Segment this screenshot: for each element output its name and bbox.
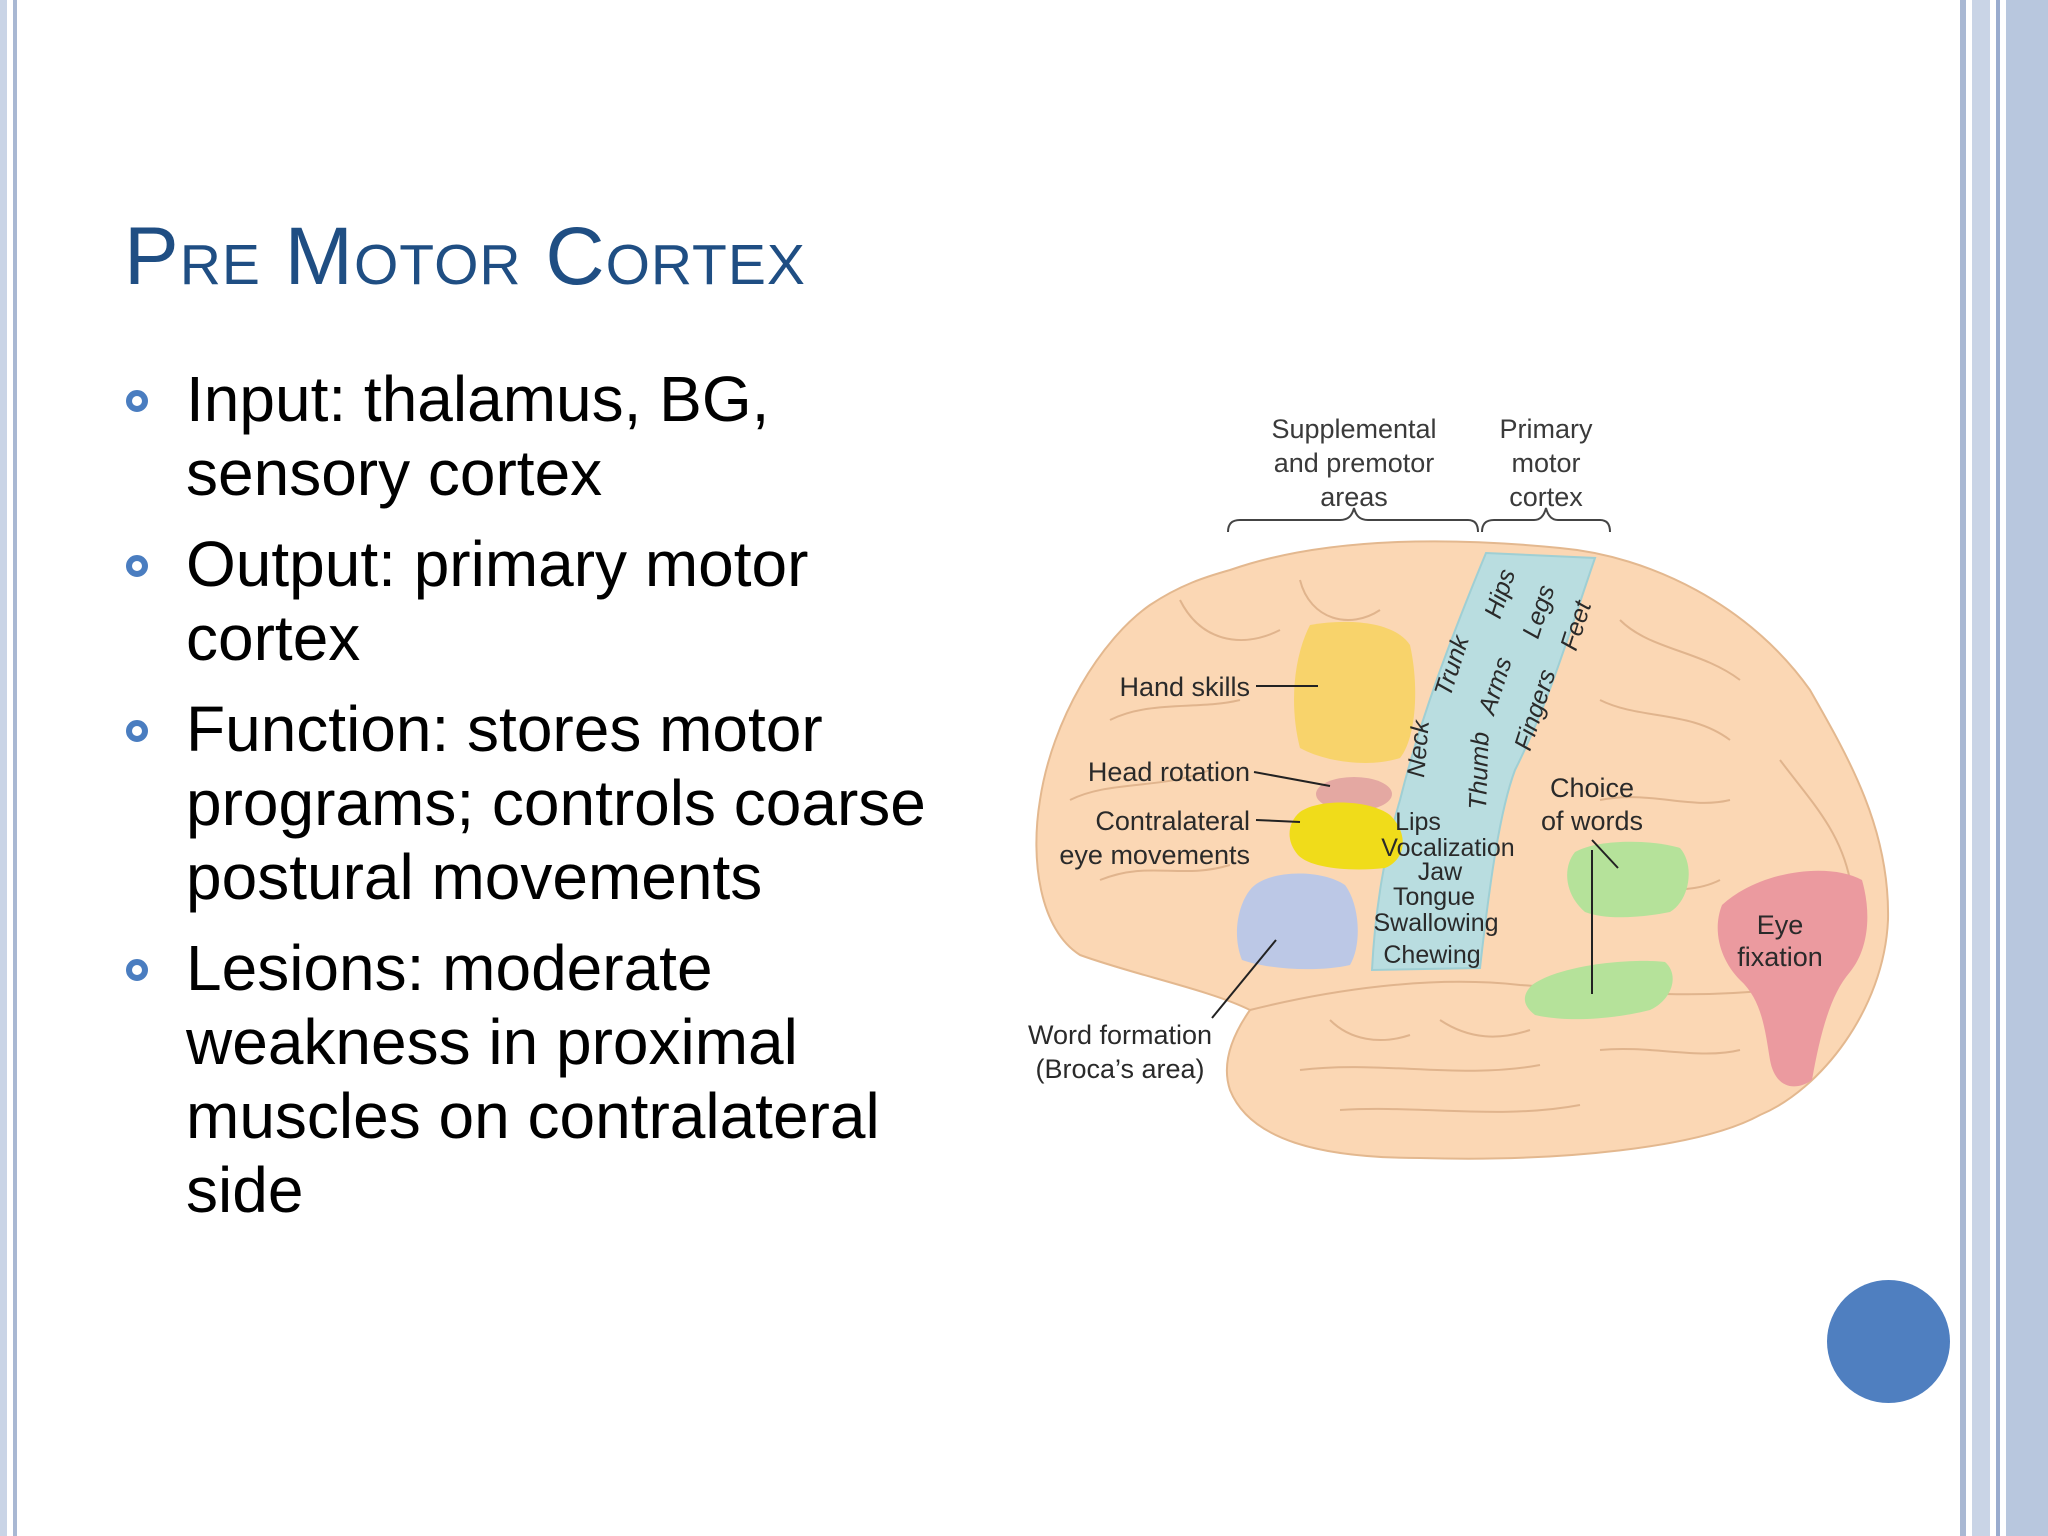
strip-label-chewing: Chewing <box>1383 941 1480 969</box>
slide-border-right-1 <box>1960 0 1966 1536</box>
header-primary-line-3: cortex <box>1509 482 1583 512</box>
hand-skills-region <box>1294 621 1416 763</box>
slide-title: Pre Motor Cortex <box>124 211 806 302</box>
bullet-text: Output: primary motor cortex <box>186 528 809 674</box>
bullet-circle-icon <box>126 720 148 742</box>
header-supplemental-line-1: Supplemental <box>1271 414 1436 444</box>
header-brackets <box>1227 507 1611 533</box>
head-rotation-region <box>1316 777 1392 811</box>
primary-motor-strip <box>1370 551 1597 972</box>
slide-border-right-4 <box>2006 0 2048 1536</box>
label-head-rotation: Head rotation <box>1088 757 1250 787</box>
slide-border-right-3 <box>1996 0 2000 1536</box>
eye-movements-region <box>1289 802 1403 870</box>
bullet-circle-icon <box>126 555 148 577</box>
broca-region <box>1236 873 1358 970</box>
strip-label-vocalization: Vocalization <box>1381 834 1514 862</box>
label-contralateral-line-1: Contralateral <box>1095 806 1250 836</box>
label-choice-of-words-line-1: Choice <box>1550 773 1634 803</box>
strip-label-lips: Lips <box>1395 808 1441 836</box>
label-hand-skills: Hand skills <box>1119 672 1250 702</box>
strip-label-swallowing: Swallowing <box>1373 909 1498 937</box>
strip-label-neck: Neck <box>1402 718 1435 779</box>
strip-label-jaw: Jaw <box>1418 858 1463 886</box>
header-supplemental-line-3: areas <box>1320 482 1388 512</box>
brain-diagram: Supplemental and premotor areas Primary … <box>1028 414 1890 1160</box>
choice-of-words-region-upper <box>1567 841 1689 918</box>
label-eye-fixation-line-1: Eye <box>1757 910 1804 940</box>
bullet-text: Lesions: moderate weakness in proximal m… <box>186 932 880 1226</box>
label-contralateral-line-2: eye movements <box>1059 840 1250 870</box>
slide-border-right-2 <box>1972 0 1990 1536</box>
header-supplemental-line-2: and premotor <box>1274 448 1435 478</box>
label-eye-fixation-line-2: fixation <box>1737 942 1823 972</box>
header-primary-line-2: motor <box>1511 448 1580 478</box>
label-word-formation-line-1: Word formation <box>1028 1020 1212 1050</box>
bullet-circle-icon <box>126 959 148 981</box>
strip-label-thumb: Thumb <box>1464 731 1495 810</box>
slide-border-left-outer <box>0 0 7 1536</box>
bullet-item-function: Function: stores motor programs; control… <box>126 692 926 914</box>
brain-gyri <box>1069 579 1851 1113</box>
bullet-item-lesions: Lesions: moderate weakness in proximal m… <box>126 931 926 1227</box>
leader-lines <box>1211 685 1619 1019</box>
label-word-formation-line-2: (Broca’s area) <box>1035 1054 1204 1084</box>
bullet-text: Function: stores motor programs; control… <box>186 693 926 913</box>
label-choice-of-words-line-2: of words <box>1541 806 1643 836</box>
bullet-text: Input: thalamus, BG, sensory cortex <box>186 363 770 509</box>
bullet-item-output: Output: primary motor cortex <box>126 527 926 675</box>
bullet-item-input: Input: thalamus, BG, sensory cortex <box>126 362 926 510</box>
choice-of-words-region-lower <box>1524 960 1673 1020</box>
eye-fixation-region <box>1717 870 1868 1087</box>
slide-border-left-inner <box>13 0 17 1536</box>
bullet-list: Input: thalamus, BG, sensory cortex Outp… <box>126 362 926 1244</box>
slide-decoration-circle <box>1827 1280 1950 1403</box>
strip-label-tongue: Tongue <box>1393 883 1475 911</box>
header-primary-line-1: Primary <box>1500 414 1593 444</box>
bullet-circle-icon <box>126 390 148 412</box>
